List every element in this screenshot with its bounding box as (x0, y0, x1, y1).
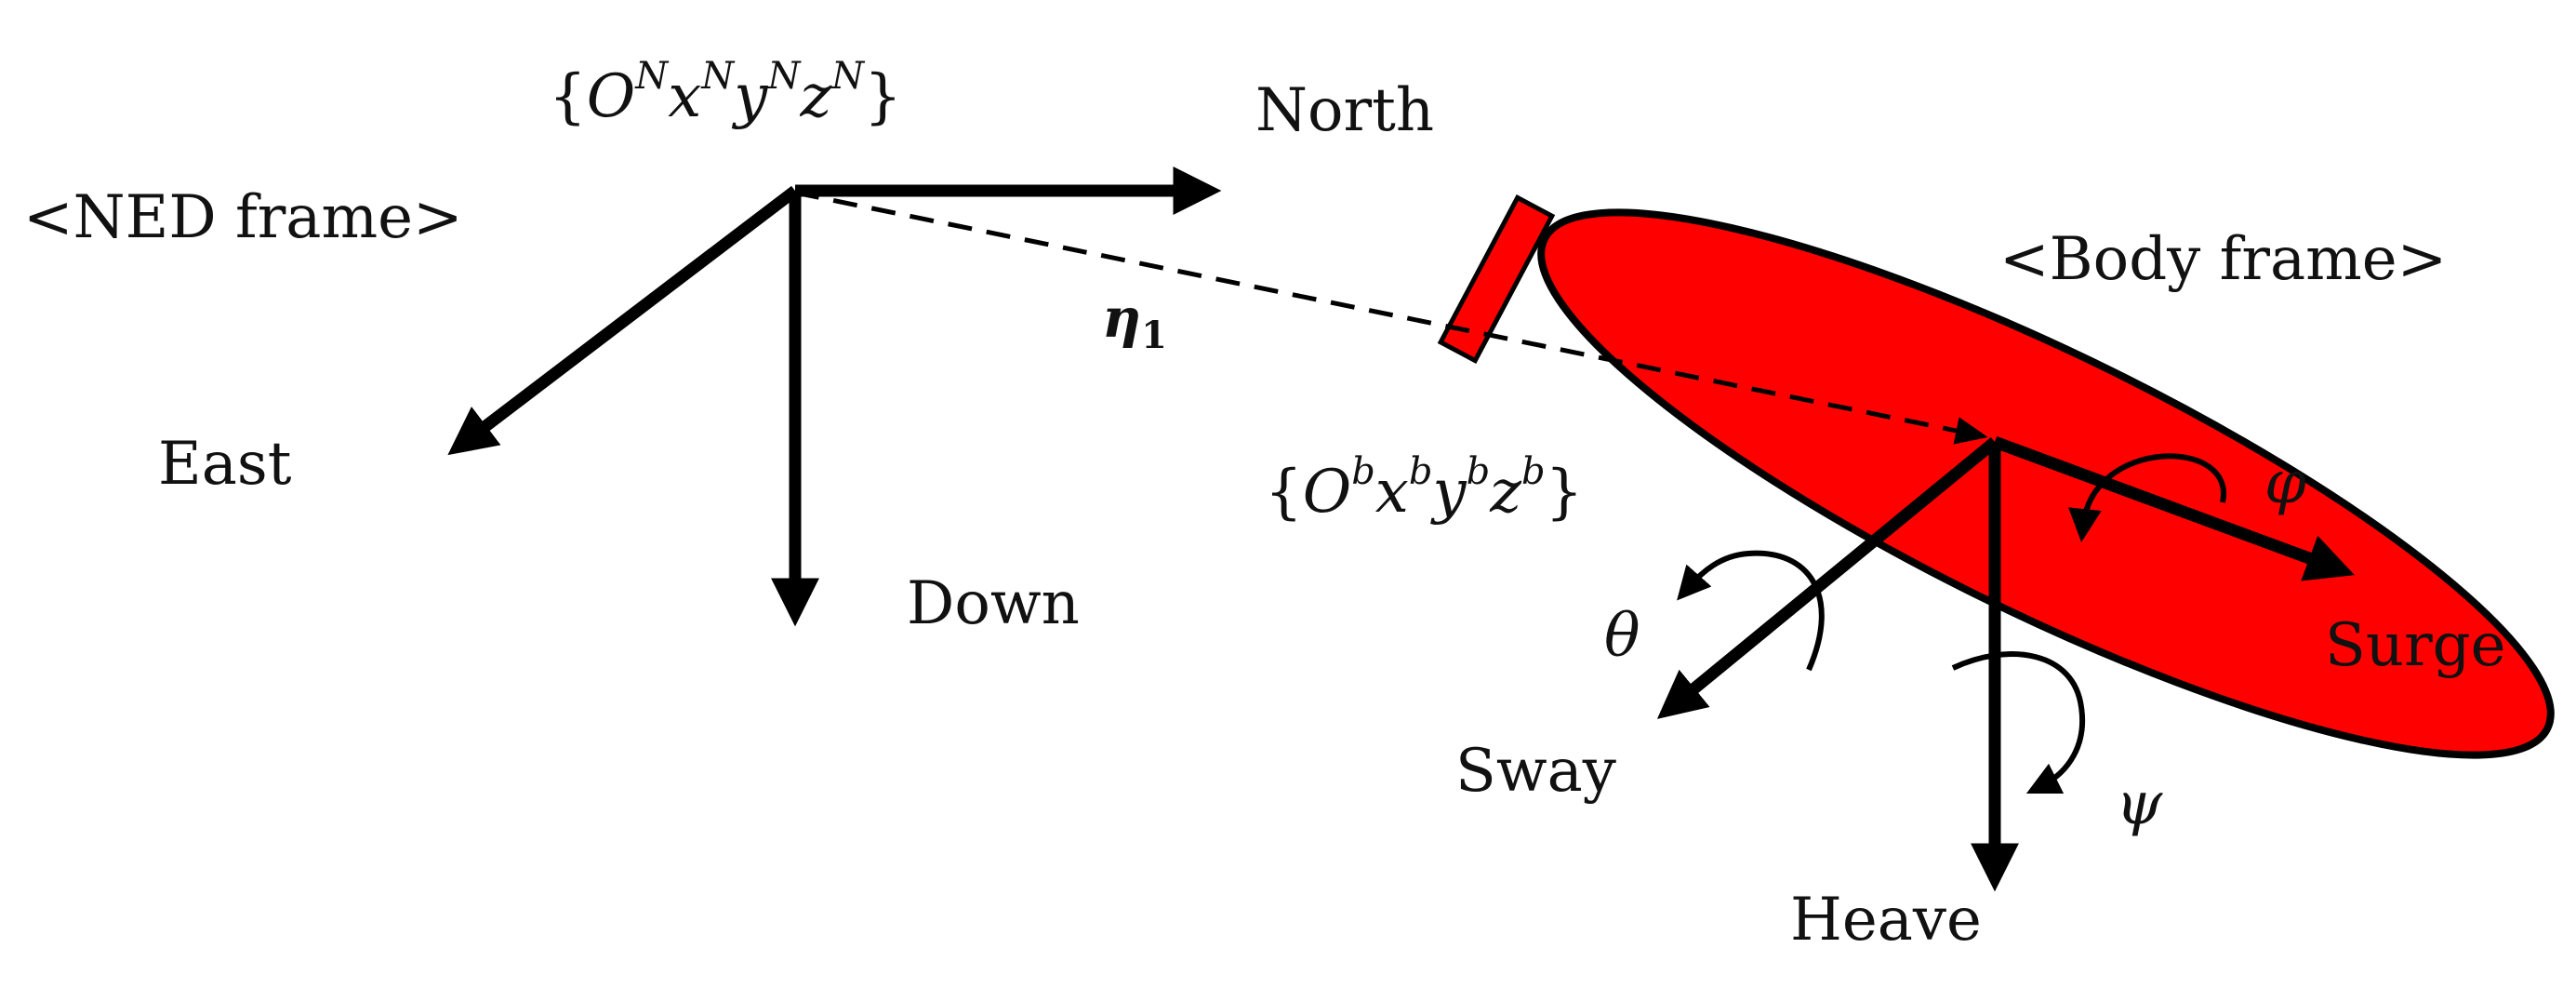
surge-label: Surge (2325, 611, 2506, 680)
heave-label: Heave (1790, 886, 1982, 955)
sway-label: Sway (1455, 737, 1616, 806)
ned-coord-label: {ONxNyNzN} (549, 55, 902, 131)
pitch-symbol: θ (1604, 602, 1640, 671)
yaw-rotation-arrow (1951, 651, 2086, 794)
east-label: East (158, 430, 292, 499)
body-frame-label: <Body frame> (1999, 225, 2447, 294)
eta1-label: η1 (1102, 287, 1167, 357)
roll-rotation-arrow (2068, 453, 2226, 542)
body-coord-label: {Obxbybzb} (1265, 450, 1583, 527)
north-label: North (1255, 76, 1434, 145)
sway-axis-arrow (1656, 436, 1999, 719)
down-label: Down (907, 569, 1080, 638)
position-vector-eta1 (794, 190, 1988, 445)
stern-fin (1437, 194, 1556, 364)
surge-axis-arrow (1992, 435, 2355, 581)
yaw-symbol: ψ (2116, 769, 2163, 838)
east-axis-arrow (447, 185, 799, 456)
roll-symbol: φ (2264, 448, 2306, 517)
pitch-rotation-arrow (1677, 550, 1825, 672)
ned-frame-label: <NED frame> (23, 183, 463, 252)
